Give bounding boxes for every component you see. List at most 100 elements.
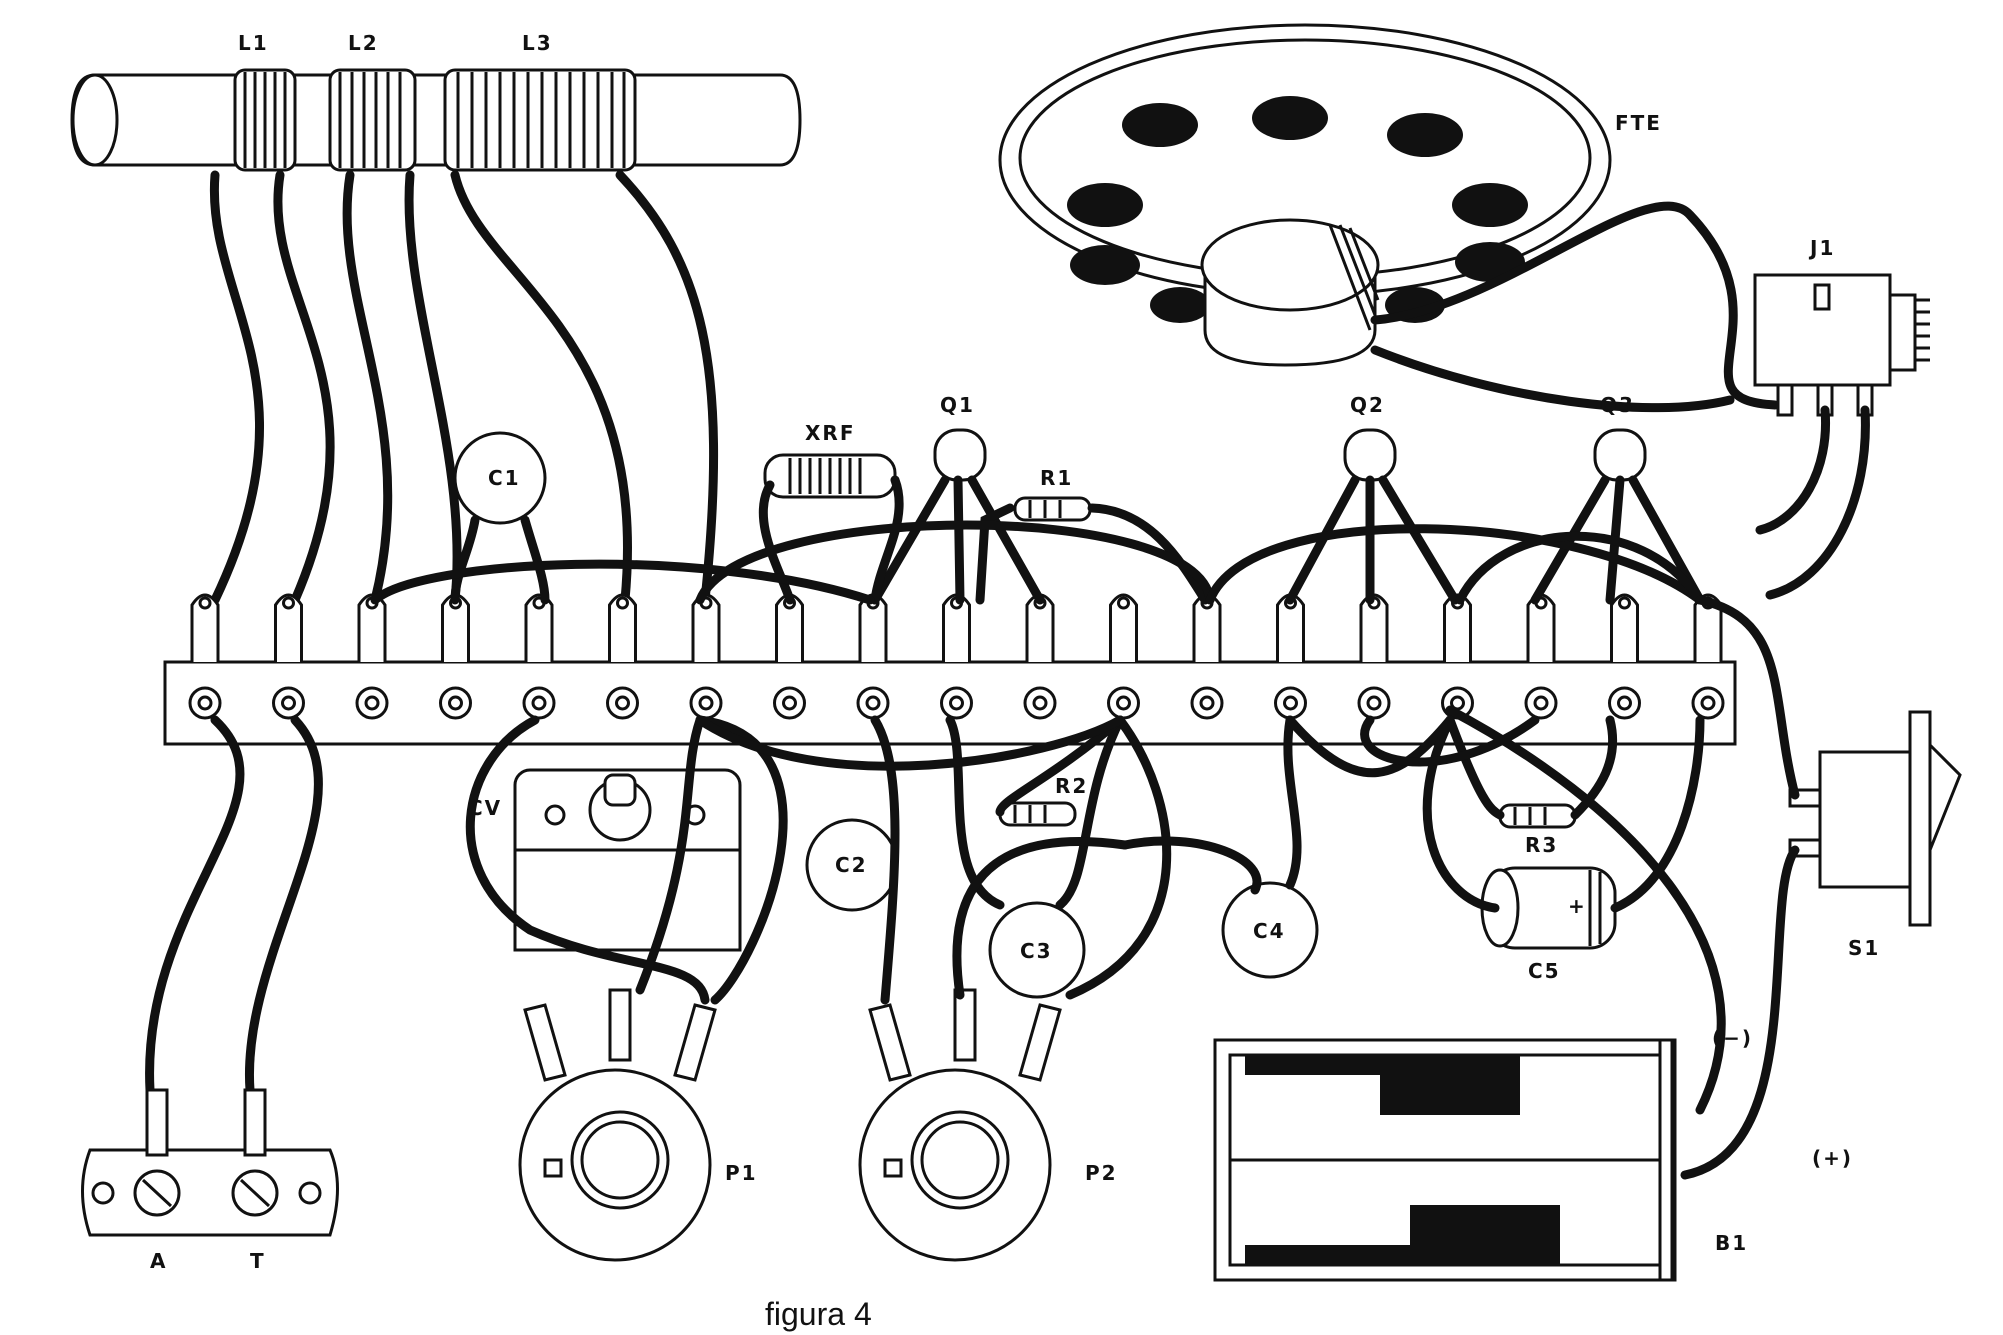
- strip-eyelet-hole: [698, 695, 714, 711]
- strip-lug-hole: [616, 596, 629, 610]
- label-c2: C2: [835, 853, 868, 877]
- strip-lug: [775, 593, 804, 662]
- strip-eyelet-hole: [1032, 695, 1048, 711]
- label-a: A: [150, 1249, 167, 1273]
- label-l1: L1: [238, 31, 269, 55]
- label-q2: Q2: [1350, 393, 1385, 417]
- resistor-r2: [998, 801, 1077, 827]
- label-c1: C1: [488, 466, 521, 490]
- strip-lug-hole: [282, 596, 295, 610]
- speaker-fte: [998, 23, 1612, 367]
- label-s1: S1: [1848, 936, 1880, 960]
- strip-eyelet: [1691, 686, 1725, 720]
- label-l2: L2: [348, 31, 379, 55]
- figure-caption: figura 4: [765, 1296, 872, 1332]
- strip-lug: [1526, 593, 1556, 662]
- coil-l2: [328, 68, 417, 172]
- strip-lug: [1610, 593, 1639, 662]
- strip-eyelet-hole: [1366, 695, 1382, 711]
- strip-lug: [524, 593, 554, 662]
- label-p2: P2: [1085, 1161, 1118, 1185]
- potentiometer-p2: [858, 988, 1062, 1262]
- strip-eyelet: [1357, 686, 1391, 720]
- antenna-terminal-block: [81, 1088, 339, 1237]
- lower-wiring: [145, 715, 1705, 1095]
- strip-eyelet-hole: [949, 695, 964, 711]
- jack-j1: [1753, 273, 1930, 417]
- label-fte: FTE: [1615, 111, 1662, 135]
- strip-eyelet: [856, 686, 890, 720]
- strip-eyelet-hole: [1617, 695, 1632, 711]
- capacitor-c4: [1221, 881, 1319, 979]
- strip-eyelet: [940, 686, 973, 720]
- potentiometer-p1: [518, 988, 717, 1262]
- strip-eyelet: [1190, 686, 1224, 720]
- label-b1: B1: [1715, 1231, 1748, 1255]
- label-j1: J1: [1808, 236, 1835, 260]
- strip-eyelet: [439, 686, 472, 720]
- label-c5: C5: [1528, 959, 1561, 983]
- capacitor-c1: [450, 431, 550, 605]
- coil-leads: [209, 170, 719, 605]
- strip-lug: [441, 593, 470, 662]
- strip-lug: [190, 593, 220, 662]
- variable-capacitor-cv: [513, 768, 742, 952]
- strip-eyelet-hole: [782, 695, 797, 711]
- strip-eyelet-hole: [1700, 695, 1716, 711]
- label-r3: R3: [1525, 833, 1558, 857]
- strip-lug-hole: [1618, 596, 1631, 610]
- strip-eyelet: [773, 686, 806, 720]
- transistor-q1: [870, 428, 1045, 605]
- strip-lug-hole: [198, 596, 212, 610]
- strip-lug: [357, 593, 387, 662]
- strip-eyelet-hole: [197, 695, 213, 711]
- strip-eyelet: [355, 686, 389, 720]
- choke-xrf: [758, 453, 904, 605]
- label-l3: L3: [522, 31, 553, 55]
- strip-lug: [858, 593, 888, 662]
- strip-eyelet-hole: [865, 695, 881, 711]
- strip-eyelet-hole: [615, 695, 630, 711]
- c5-plus-mark: +: [1568, 894, 1587, 918]
- strip-lug: [942, 593, 971, 662]
- resistor-r3: [1498, 803, 1577, 829]
- label-r1: R1: [1040, 466, 1073, 490]
- strip-lug: [1025, 593, 1055, 662]
- transistor-q2: [1285, 428, 1460, 605]
- strip-eyelet: [606, 686, 639, 720]
- strip-lug: [1359, 593, 1389, 662]
- label-r2: R2: [1055, 774, 1088, 798]
- strip-lug-hole: [1117, 596, 1130, 610]
- capacitor-c3: [988, 901, 1086, 999]
- strip-eyelet-hole: [364, 695, 380, 711]
- label-c3: C3: [1020, 939, 1053, 963]
- strip-lug: [1276, 593, 1305, 662]
- strip-lug: [1192, 593, 1222, 662]
- strip-eyelet: [272, 686, 305, 720]
- strip-eyelet-hole: [448, 695, 463, 711]
- strip-eyelet-hole: [1199, 695, 1215, 711]
- strip-lug: [1109, 593, 1138, 662]
- strip-eyelet-hole: [281, 695, 296, 711]
- strip-lug: [691, 593, 721, 662]
- battery-holder-b1: [1213, 1038, 1677, 1282]
- strip-eyelet: [1524, 686, 1558, 720]
- label-plus: (+): [1812, 1146, 1853, 1170]
- strip-eyelet-hole: [1116, 695, 1131, 711]
- label-q3: Q3: [1600, 393, 1635, 417]
- strip-eyelet: [1023, 686, 1057, 720]
- label-xrf: XRF: [805, 421, 855, 445]
- label-t: T: [250, 1249, 266, 1273]
- switch-s1: [1788, 710, 1962, 927]
- capacitor-c5: [1480, 866, 1617, 950]
- label-q1: Q1: [940, 393, 975, 417]
- strip-lug: [1443, 593, 1472, 662]
- label-p1: P1: [725, 1161, 758, 1185]
- strip-eyelet: [1107, 686, 1140, 720]
- strip-eyelet: [188, 686, 222, 720]
- strip-eyelet-hole: [1283, 695, 1298, 711]
- strip-eyelet-hole: [531, 695, 547, 711]
- ferrite-rod-antenna: [70, 68, 802, 172]
- label-c4: C4: [1253, 919, 1286, 943]
